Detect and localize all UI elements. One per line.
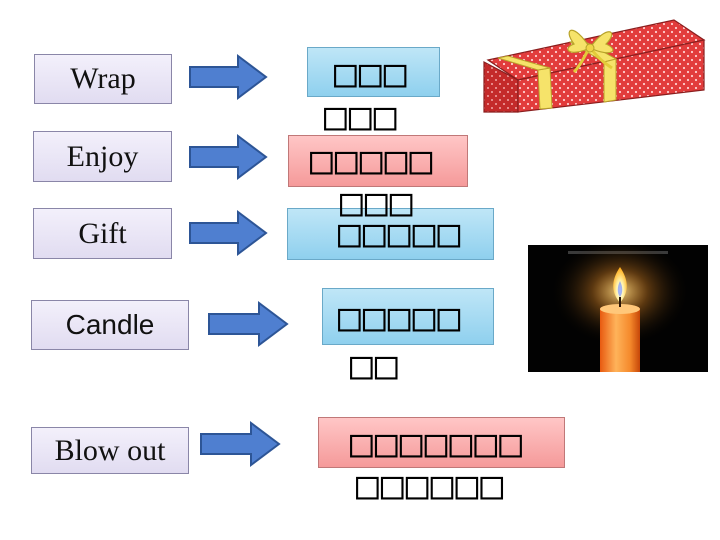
translation-box-gift bbox=[287, 208, 494, 260]
arrow-right-icon bbox=[200, 421, 281, 467]
arrow-right-icon bbox=[208, 301, 289, 347]
word-wrap: Wrap bbox=[34, 54, 172, 104]
candle-image bbox=[528, 245, 708, 372]
translation-gift-line1: □□□□□ bbox=[338, 211, 463, 255]
gift-box-image bbox=[483, 19, 706, 113]
translation-enjoy-line2: □□□ bbox=[340, 180, 415, 224]
arrow-right-icon bbox=[189, 134, 268, 180]
translation-box-candle bbox=[322, 288, 494, 345]
translation-enjoy-line1: □□□□□ bbox=[310, 138, 435, 182]
translation-wrap-line1: □□□ bbox=[334, 51, 409, 95]
translation-wrap-line2: □□□ bbox=[324, 94, 399, 138]
translation-candle-line2: □□ bbox=[350, 343, 400, 387]
word-gift: Gift bbox=[33, 208, 172, 259]
translation-box-blow-out bbox=[318, 417, 565, 468]
translation-blow-out-line1: □□□□□□□ bbox=[350, 421, 525, 465]
arrow-right-icon bbox=[189, 210, 268, 256]
translation-box-wrap bbox=[307, 47, 440, 97]
word-candle: Candle bbox=[31, 300, 189, 350]
arrow-right-icon bbox=[189, 54, 268, 100]
translation-candle-line1: □□□□□ bbox=[338, 295, 463, 339]
translation-blow-out-line2: □□□□□□ bbox=[356, 463, 506, 507]
word-blow-out: Blow out bbox=[31, 427, 189, 474]
translation-box-enjoy bbox=[288, 135, 468, 187]
word-enjoy: Enjoy bbox=[33, 131, 172, 182]
